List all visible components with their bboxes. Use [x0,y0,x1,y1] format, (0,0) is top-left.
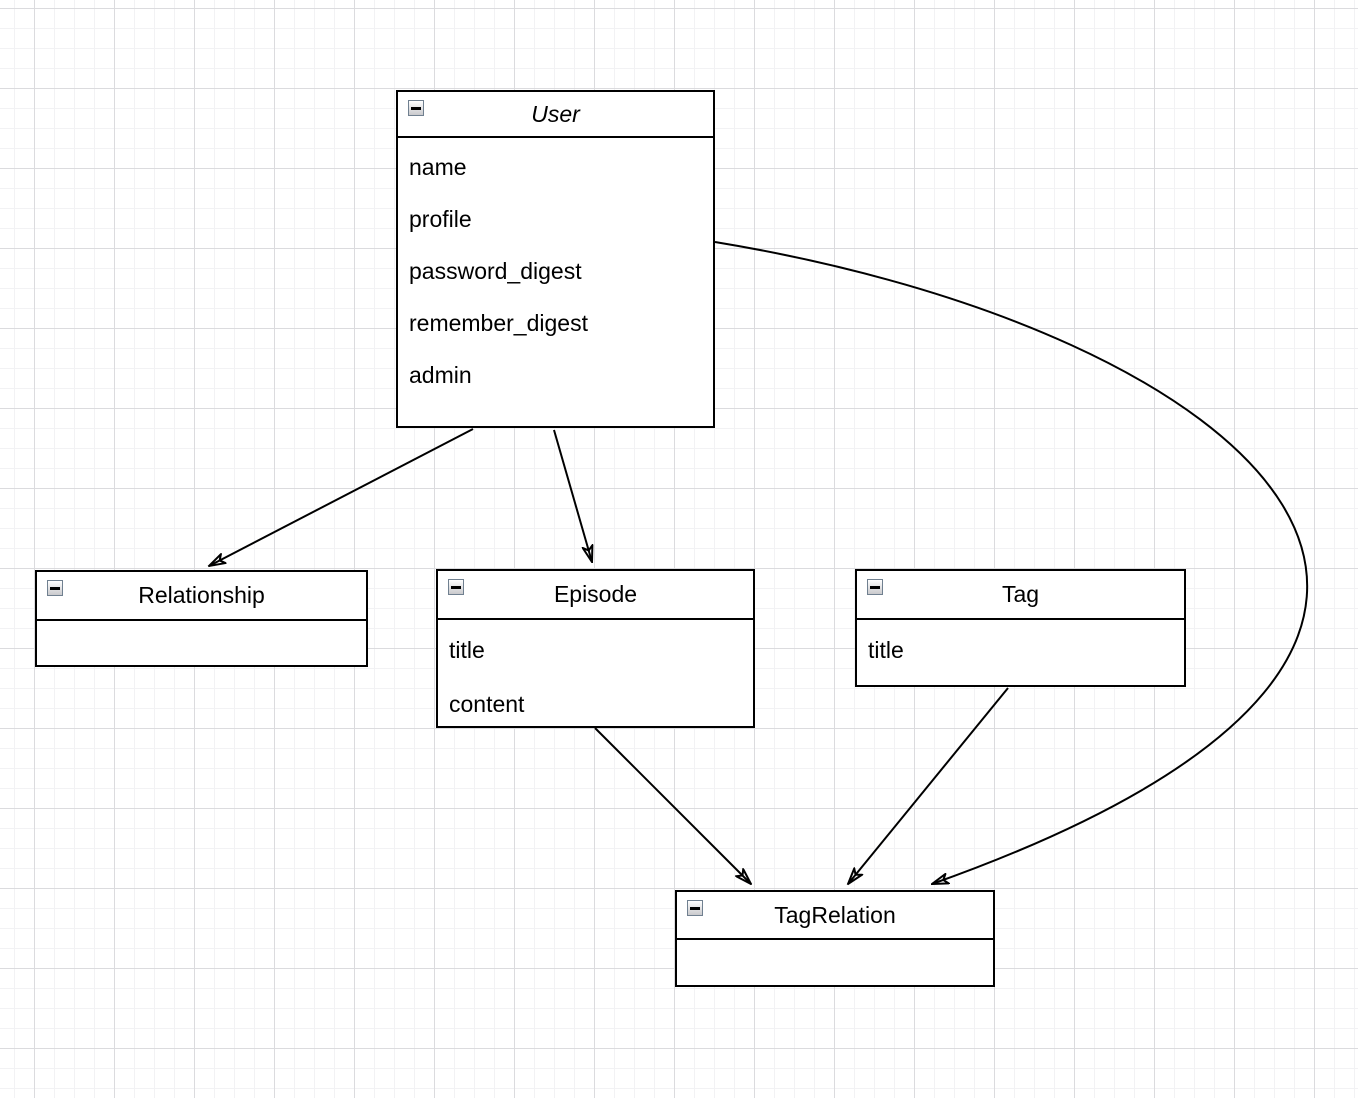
collapse-icon[interactable] [687,900,703,916]
entity-user[interactable]: User name profile password_digest remember_… [396,90,715,428]
entity-title: Tag [1001,581,1040,607]
entity-tag-fields: title [857,620,1184,677]
field-row[interactable]: remember_digest [409,309,588,336]
collapse-icon[interactable] [408,100,424,116]
field-row[interactable]: profile [409,205,472,232]
field-row[interactable]: name [409,153,467,180]
minus-icon [50,586,60,590]
entity-tag-header[interactable]: Tag [857,571,1184,620]
connector-episode-to-tagrelation[interactable] [594,727,751,884]
entity-episode[interactable]: Episode title content [436,569,755,728]
field-row[interactable]: title [868,636,904,663]
collapse-icon[interactable] [867,579,883,595]
connector-user-to-tagrelation[interactable] [714,241,1309,884]
entity-relationship-fields [37,621,366,624]
field-row[interactable]: admin [409,361,472,388]
entity-relationship-header[interactable]: Relationship [37,572,366,621]
entity-title: TagRelation [774,901,896,928]
entity-tag[interactable]: Tag title [855,569,1186,687]
entity-tagrelation[interactable]: TagRelation [675,890,995,987]
connector-tag-to-tagrelation[interactable] [848,687,1009,884]
entity-relationship[interactable]: Relationship [35,570,368,667]
field-row[interactable]: title [449,636,485,663]
entity-title: User [531,100,580,127]
connector-user-to-episode[interactable] [553,429,592,562]
entity-episode-header[interactable]: Episode [438,571,753,620]
entity-user-header[interactable]: User [398,92,713,138]
collapse-icon[interactable] [47,580,63,596]
entity-tagrelation-fields [677,940,993,943]
minus-icon [451,585,461,589]
collapse-icon[interactable] [448,579,464,595]
entity-title: Relationship [138,582,265,608]
entity-title: Episode [553,581,638,607]
field-row[interactable]: password_digest [409,257,582,284]
entity-episode-fields: title content [438,620,753,726]
connector-user-to-relationship[interactable] [209,428,474,566]
field-row[interactable]: content [449,690,525,717]
minus-icon [870,585,880,589]
entity-tagrelation-header[interactable]: TagRelation [677,892,993,940]
minus-icon [411,106,421,110]
minus-icon [690,906,700,910]
entity-user-fields: name profile password_digest remember_diges… [398,138,713,401]
